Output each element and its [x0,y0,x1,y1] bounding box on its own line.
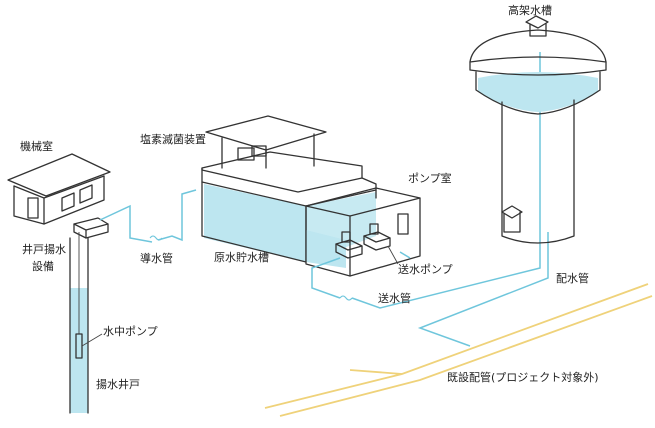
label-transmission-pump: 送水ポンプ [398,263,453,276]
well-equipment [69,217,109,414]
conveyance-pipe [99,189,197,243]
label-raw-water-tank: 原水貯水槽 [214,251,269,264]
machine-room [7,153,111,225]
pump-room [305,187,421,277]
label-elevated-tank: 高架水槽 [508,4,552,17]
transmission-pipe [311,52,549,347]
label-pumping-well: 揚水井戸 [96,378,140,391]
label-submersible-pump: 水中ポンプ [103,325,158,338]
label-distribution-pipe: 配水管 [556,272,589,285]
leader-lines [81,245,399,347]
label-chlorine-unit: 塩素滅菌装置 [140,133,206,146]
label-transmission-pipe: 送水管 [378,292,411,305]
label-pump-room: ポンプ室 [408,172,452,185]
label-well-pump-equipment-1: 井戸揚水 [22,243,66,256]
label-existing-pipe: 既設配管(プロジェクト対象外) [447,371,599,384]
existing-pipe [264,283,653,417]
label-well-pump-equipment-2: 設備 [32,260,54,273]
chlorine-unit [205,115,327,169]
label-machine-room: 機械室 [20,140,53,153]
elevated-tank [469,15,607,244]
label-conveyance-pipe: 導水管 [140,252,173,265]
